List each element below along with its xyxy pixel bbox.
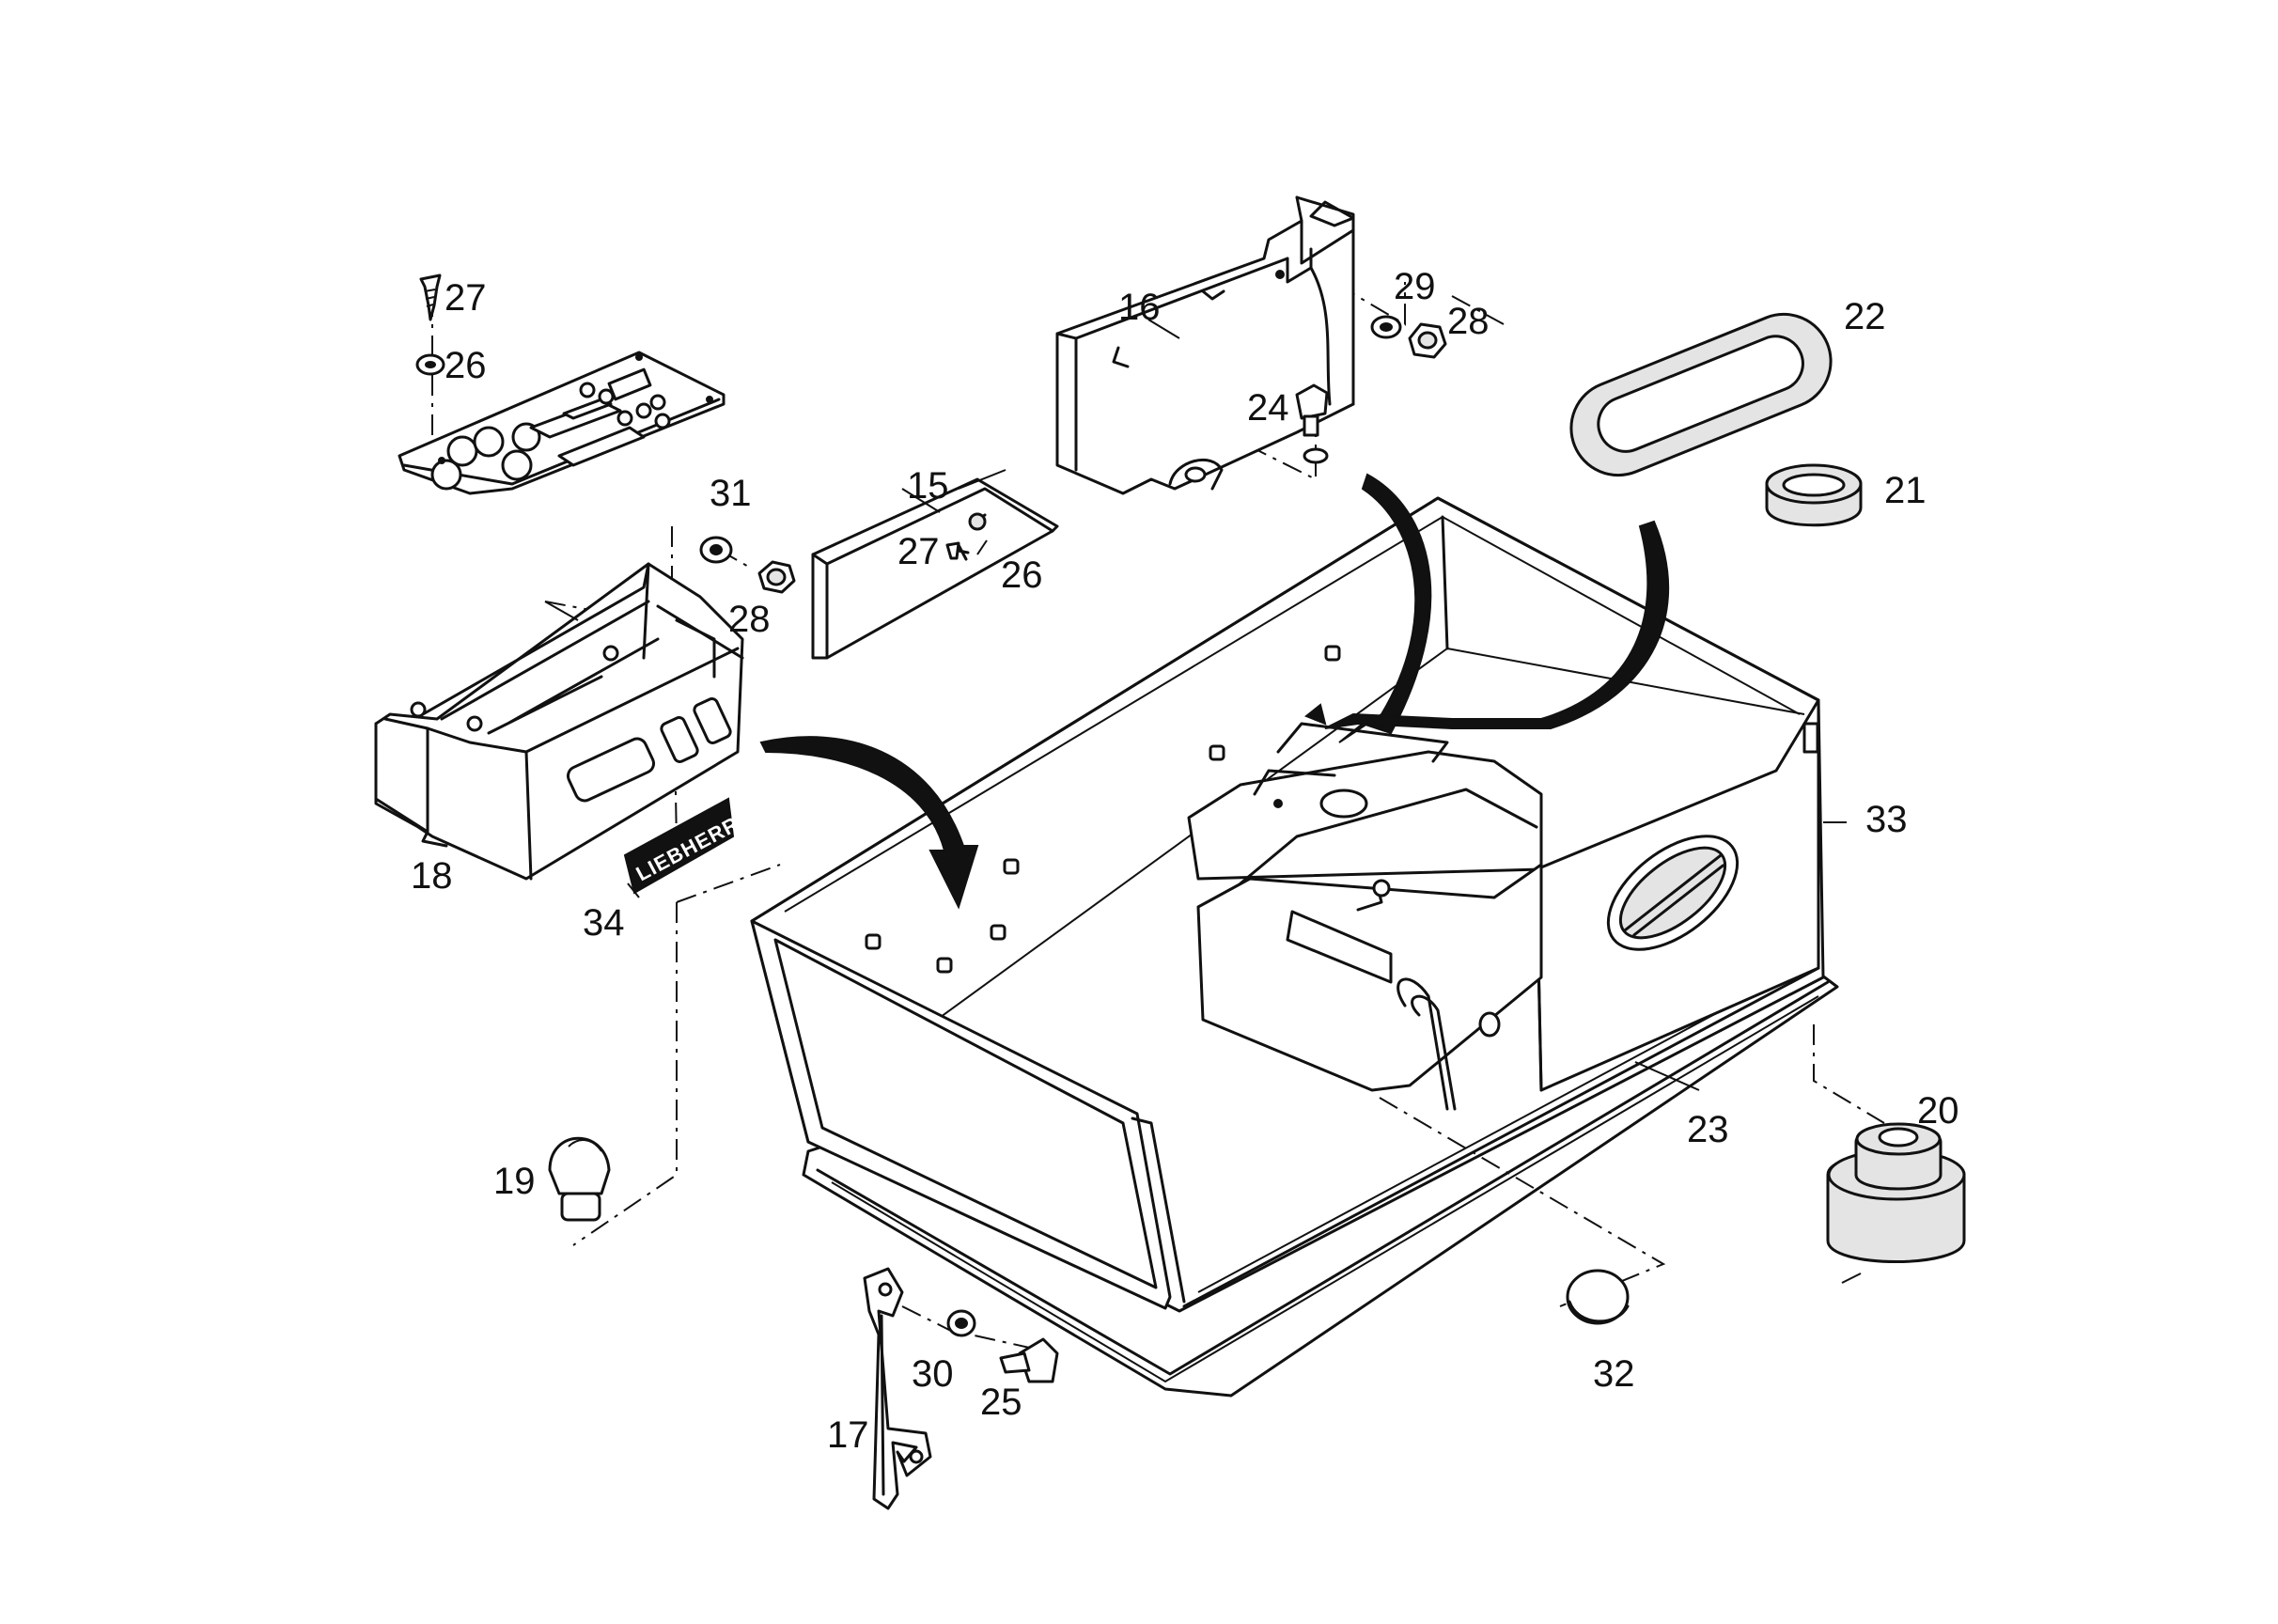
fasteners [415, 273, 1630, 1383]
label-21: 21 [1884, 470, 1927, 511]
part-16-cover-bracket [1055, 195, 1355, 495]
label-31: 31 [710, 473, 752, 514]
label-25: 25 [980, 1382, 1022, 1423]
label-33: 33 [1865, 799, 1908, 840]
part-18-console-housing [374, 562, 744, 881]
floor-studs [865, 645, 1341, 974]
label-23: 23 [1687, 1109, 1729, 1150]
label-20: 20 [1917, 1090, 1959, 1132]
label-15: 15 [907, 465, 949, 507]
label-27-plate: 27 [897, 531, 940, 572]
part-34-logo-plate: LIEBHERR [623, 797, 743, 895]
label-18: 18 [411, 855, 453, 897]
part-22-oval-gasket [1569, 312, 1833, 477]
label-28-right: 28 [1447, 301, 1490, 342]
label-34: 34 [583, 902, 625, 944]
callout-labels: 15 16 17 18 19 20 21 22 23 24 25 26 26 2… [411, 266, 1959, 1456]
label-32: 32 [1593, 1353, 1635, 1395]
label-30: 30 [912, 1353, 954, 1395]
label-22: 22 [1844, 296, 1886, 337]
label-27-top: 27 [445, 277, 487, 319]
label-19: 19 [493, 1161, 536, 1202]
main-housing [750, 496, 1839, 1398]
label-24: 24 [1247, 387, 1289, 429]
assembly-arrows [759, 473, 1670, 910]
label-16: 16 [1118, 287, 1161, 328]
label-26-top: 26 [445, 345, 487, 386]
part-21-ring [1765, 463, 1863, 527]
part-17-handle-bracket [863, 1267, 932, 1510]
part-20-rubber-mount [1826, 1122, 1966, 1284]
leader-lines [627, 319, 1847, 1091]
control-panel-plate [398, 351, 726, 495]
label-29: 29 [1394, 266, 1436, 307]
part-15-cover-plate [811, 469, 1059, 660]
label-28-left: 28 [728, 599, 771, 640]
label-17: 17 [827, 1414, 869, 1456]
label-26-plate: 26 [1001, 554, 1043, 596]
